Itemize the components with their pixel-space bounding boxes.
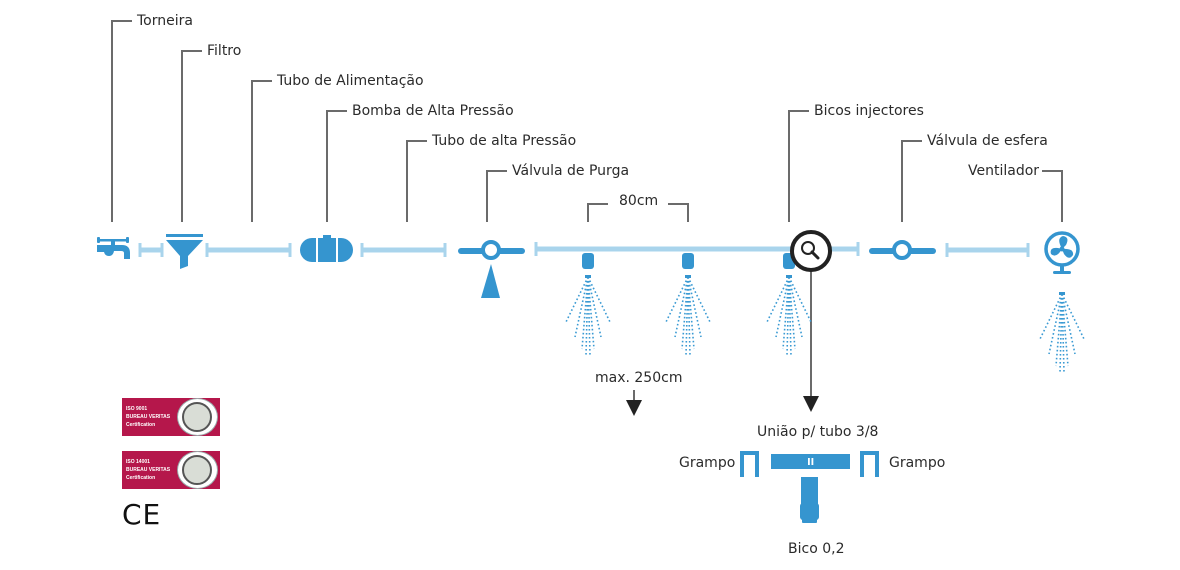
leader-bicos (788, 110, 809, 222)
leader-lines (111, 20, 1063, 416)
label-filtro: Filtro (207, 43, 241, 59)
magnifier-icon[interactable] (790, 230, 832, 272)
cert-sub: Certification (126, 422, 156, 428)
leader-valvula-purga (486, 170, 507, 222)
spray-pattern-icon (665, 275, 711, 356)
iso-9001-certification-badge: ISO 9001 BUREAU VERITAS Certification (122, 398, 220, 436)
cert-standard: ISO 9001 (126, 406, 148, 412)
spray-pattern-icon (565, 275, 611, 356)
bureau-veritas-seal-icon (176, 398, 218, 436)
label-tubo-alimentacao: Tubo de Alimentação (276, 73, 424, 89)
leader-filtro (181, 50, 202, 222)
leader-ventilador (1042, 170, 1063, 222)
fan-icon (1044, 231, 1080, 274)
leader-tubo-alta (406, 140, 427, 222)
pump-icon (300, 235, 353, 262)
label-torneira: Torneira (136, 13, 193, 29)
pipe-segment-fan (945, 243, 1030, 257)
leader-torneira (111, 20, 132, 222)
label-spacing: 80cm (619, 193, 658, 209)
nozzles (565, 253, 1085, 373)
label-uniao: União p/ tubo 3/8 (757, 424, 878, 440)
label-tubo-alta: Tubo de alta Pressão (431, 133, 576, 149)
cert-body: BUREAU VERITAS (126, 414, 171, 420)
label-valvula-esfera: Válvula de esfera (927, 133, 1048, 149)
iso-14001-certification-badge: ISO 14001 BUREAU VERITAS Certification (122, 451, 220, 489)
pipe-tubo-alta (360, 243, 447, 257)
nozzle-icon (582, 253, 594, 269)
cert-body: BUREAU VERITAS (126, 467, 171, 473)
ball-valve-icon (869, 240, 936, 260)
filter-icon (166, 234, 203, 269)
label-ventilador: Ventilador (968, 163, 1039, 179)
spray-pattern-icon (766, 275, 812, 356)
leader-bomba (326, 110, 347, 222)
clamp-left-icon (740, 451, 759, 477)
fan-mist-icon (1039, 292, 1085, 373)
leader-spacing (587, 203, 689, 222)
label-bicos: Bicos injectores (814, 103, 924, 119)
clamp-right-icon (860, 451, 879, 477)
union-tee-icon (771, 454, 850, 469)
ce-mark: CE (122, 498, 162, 531)
leader-tubo-alimentacao (251, 80, 272, 222)
nozzle-icon (682, 253, 694, 269)
faucet-icon (97, 237, 130, 259)
cert-standard: ISO 14001 (126, 459, 150, 465)
bureau-veritas-seal-icon (176, 451, 218, 489)
leader-valvula-esfera (901, 140, 922, 222)
component-labels: Torneira Filtro Tubo de Alimentação Bomb… (136, 13, 1048, 386)
nozzle-detail-icon (800, 477, 819, 523)
purge-valve-icon (458, 240, 525, 298)
label-grampo-right: Grampo (889, 455, 945, 471)
label-bomba: Bomba de Alta Pressão (352, 103, 514, 119)
pipe-segment-1 (138, 243, 164, 257)
cert-sub: Certification (126, 475, 156, 481)
label-grampo-left: Grampo (679, 455, 735, 471)
label-valvula-purga: Válvula de Purga (512, 163, 629, 179)
label-bico: Bico 0,2 (788, 541, 844, 557)
pipe-tubo-alimentacao (205, 243, 292, 257)
label-max-distance: max. 250cm (595, 370, 682, 386)
detail-union: União p/ tubo 3/8 Grampo Grampo Bico 0,2 (679, 424, 945, 557)
